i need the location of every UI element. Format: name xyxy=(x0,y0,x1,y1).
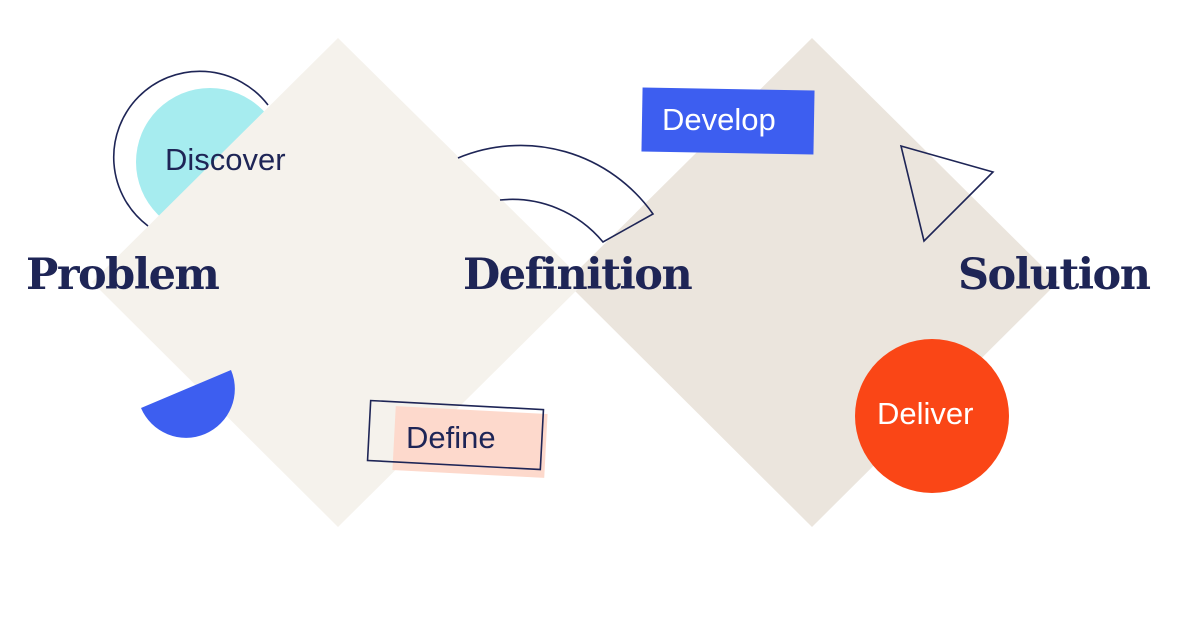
develop-rect xyxy=(641,87,815,155)
heading-definition: Definition xyxy=(463,250,693,300)
deliver-circle-shape xyxy=(855,339,1009,493)
left-diamond-shape xyxy=(92,38,585,527)
heading-problem: Problem xyxy=(26,250,220,300)
triangle-outline-shape xyxy=(899,144,995,243)
label-define: Define xyxy=(406,420,496,455)
right-diamond-shape xyxy=(566,38,1058,527)
label-discover: Discover xyxy=(165,142,286,177)
blue-half-circle-shape xyxy=(141,370,235,438)
define-pink-rect xyxy=(392,406,548,478)
define-outline-rect xyxy=(366,399,545,471)
heading-solution: Solution xyxy=(958,250,1151,300)
label-develop: Develop xyxy=(662,102,776,137)
arc-band-shape xyxy=(457,144,655,244)
discover-outline-arc xyxy=(112,70,269,227)
label-deliver: Deliver xyxy=(877,396,974,431)
